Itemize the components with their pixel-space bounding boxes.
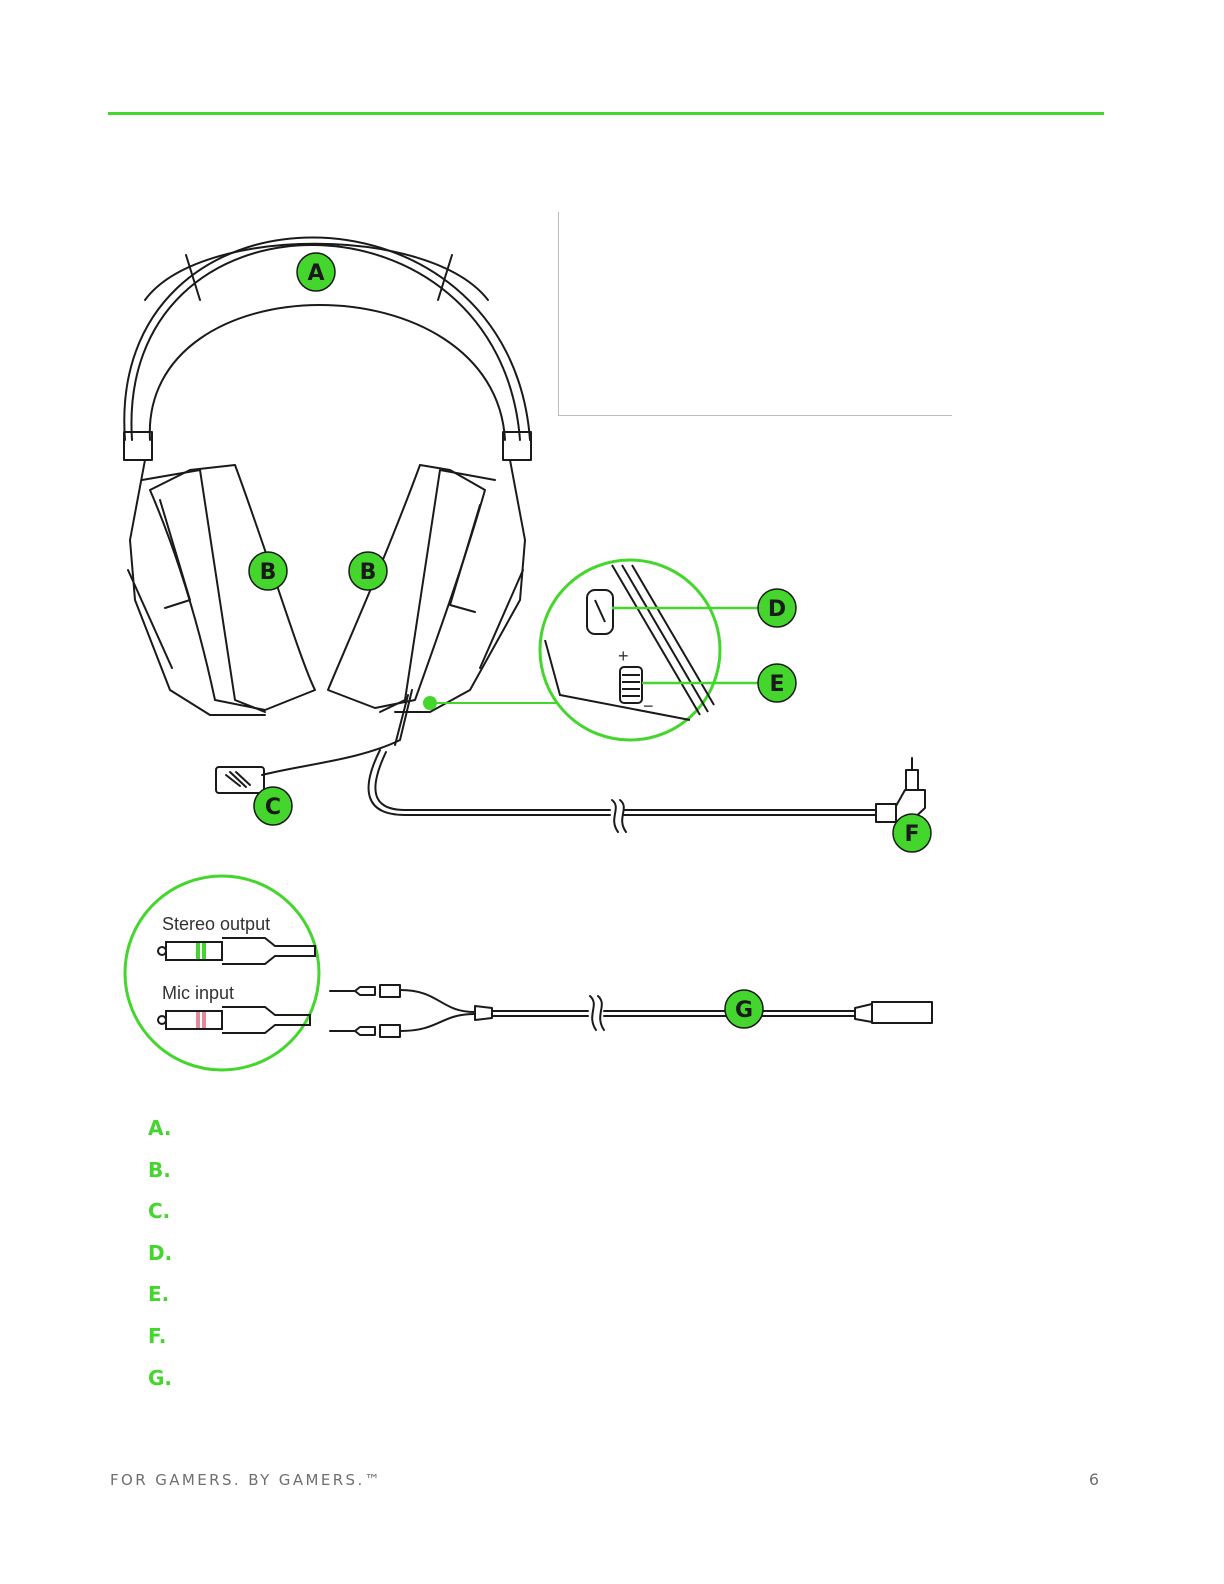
right-earcup-drawing <box>327 459 526 713</box>
part-item-d: D. <box>148 1240 173 1265</box>
callout-c: C <box>265 795 281 820</box>
part-item-a: A. <box>148 1116 172 1140</box>
part-item-e: E. <box>148 1282 170 1307</box>
callout-f: F <box>904 822 919 847</box>
left-earcup-drawing <box>127 459 316 716</box>
cable-drawing <box>367 749 926 833</box>
part-item-b: B. <box>148 1157 171 1182</box>
empty-callout-box <box>558 212 952 416</box>
mic-boom-drawing <box>215 689 413 794</box>
part-item-c: C. <box>148 1199 171 1224</box>
callout-d: D <box>768 597 786 622</box>
controls-zoom: + − <box>423 558 760 742</box>
volume-plus-label: + <box>618 646 629 666</box>
header-rule <box>108 112 1104 115</box>
callout-b-left: B <box>260 560 277 585</box>
part-item-g: G. <box>148 1365 173 1390</box>
headset-diagram: + − Stereo output Mic input A B B C D <box>123 236 933 1072</box>
callout-a: A <box>307 261 324 286</box>
callout-labels: A B B C D E F G <box>248 252 932 1029</box>
parts-list: A. B. C. D. E. F. G. <box>148 1112 172 1403</box>
stereo-output-label: Stereo output <box>162 914 270 934</box>
splitter-drawing <box>329 984 933 1038</box>
callout-g: G <box>735 998 753 1023</box>
headband-drawing <box>123 236 532 461</box>
callout-e: E <box>769 672 784 697</box>
part-item-f: F. <box>148 1323 167 1348</box>
volume-minus-label: − <box>643 696 654 716</box>
footer-tagline: FOR GAMERS. BY GAMERS.™ <box>110 1471 383 1489</box>
mic-input-label: Mic input <box>162 983 234 1003</box>
page-number: 6 <box>1088 1470 1099 1489</box>
callout-b-right: B <box>360 560 377 585</box>
splitter-zoom: Stereo output Mic input <box>123 874 321 1072</box>
